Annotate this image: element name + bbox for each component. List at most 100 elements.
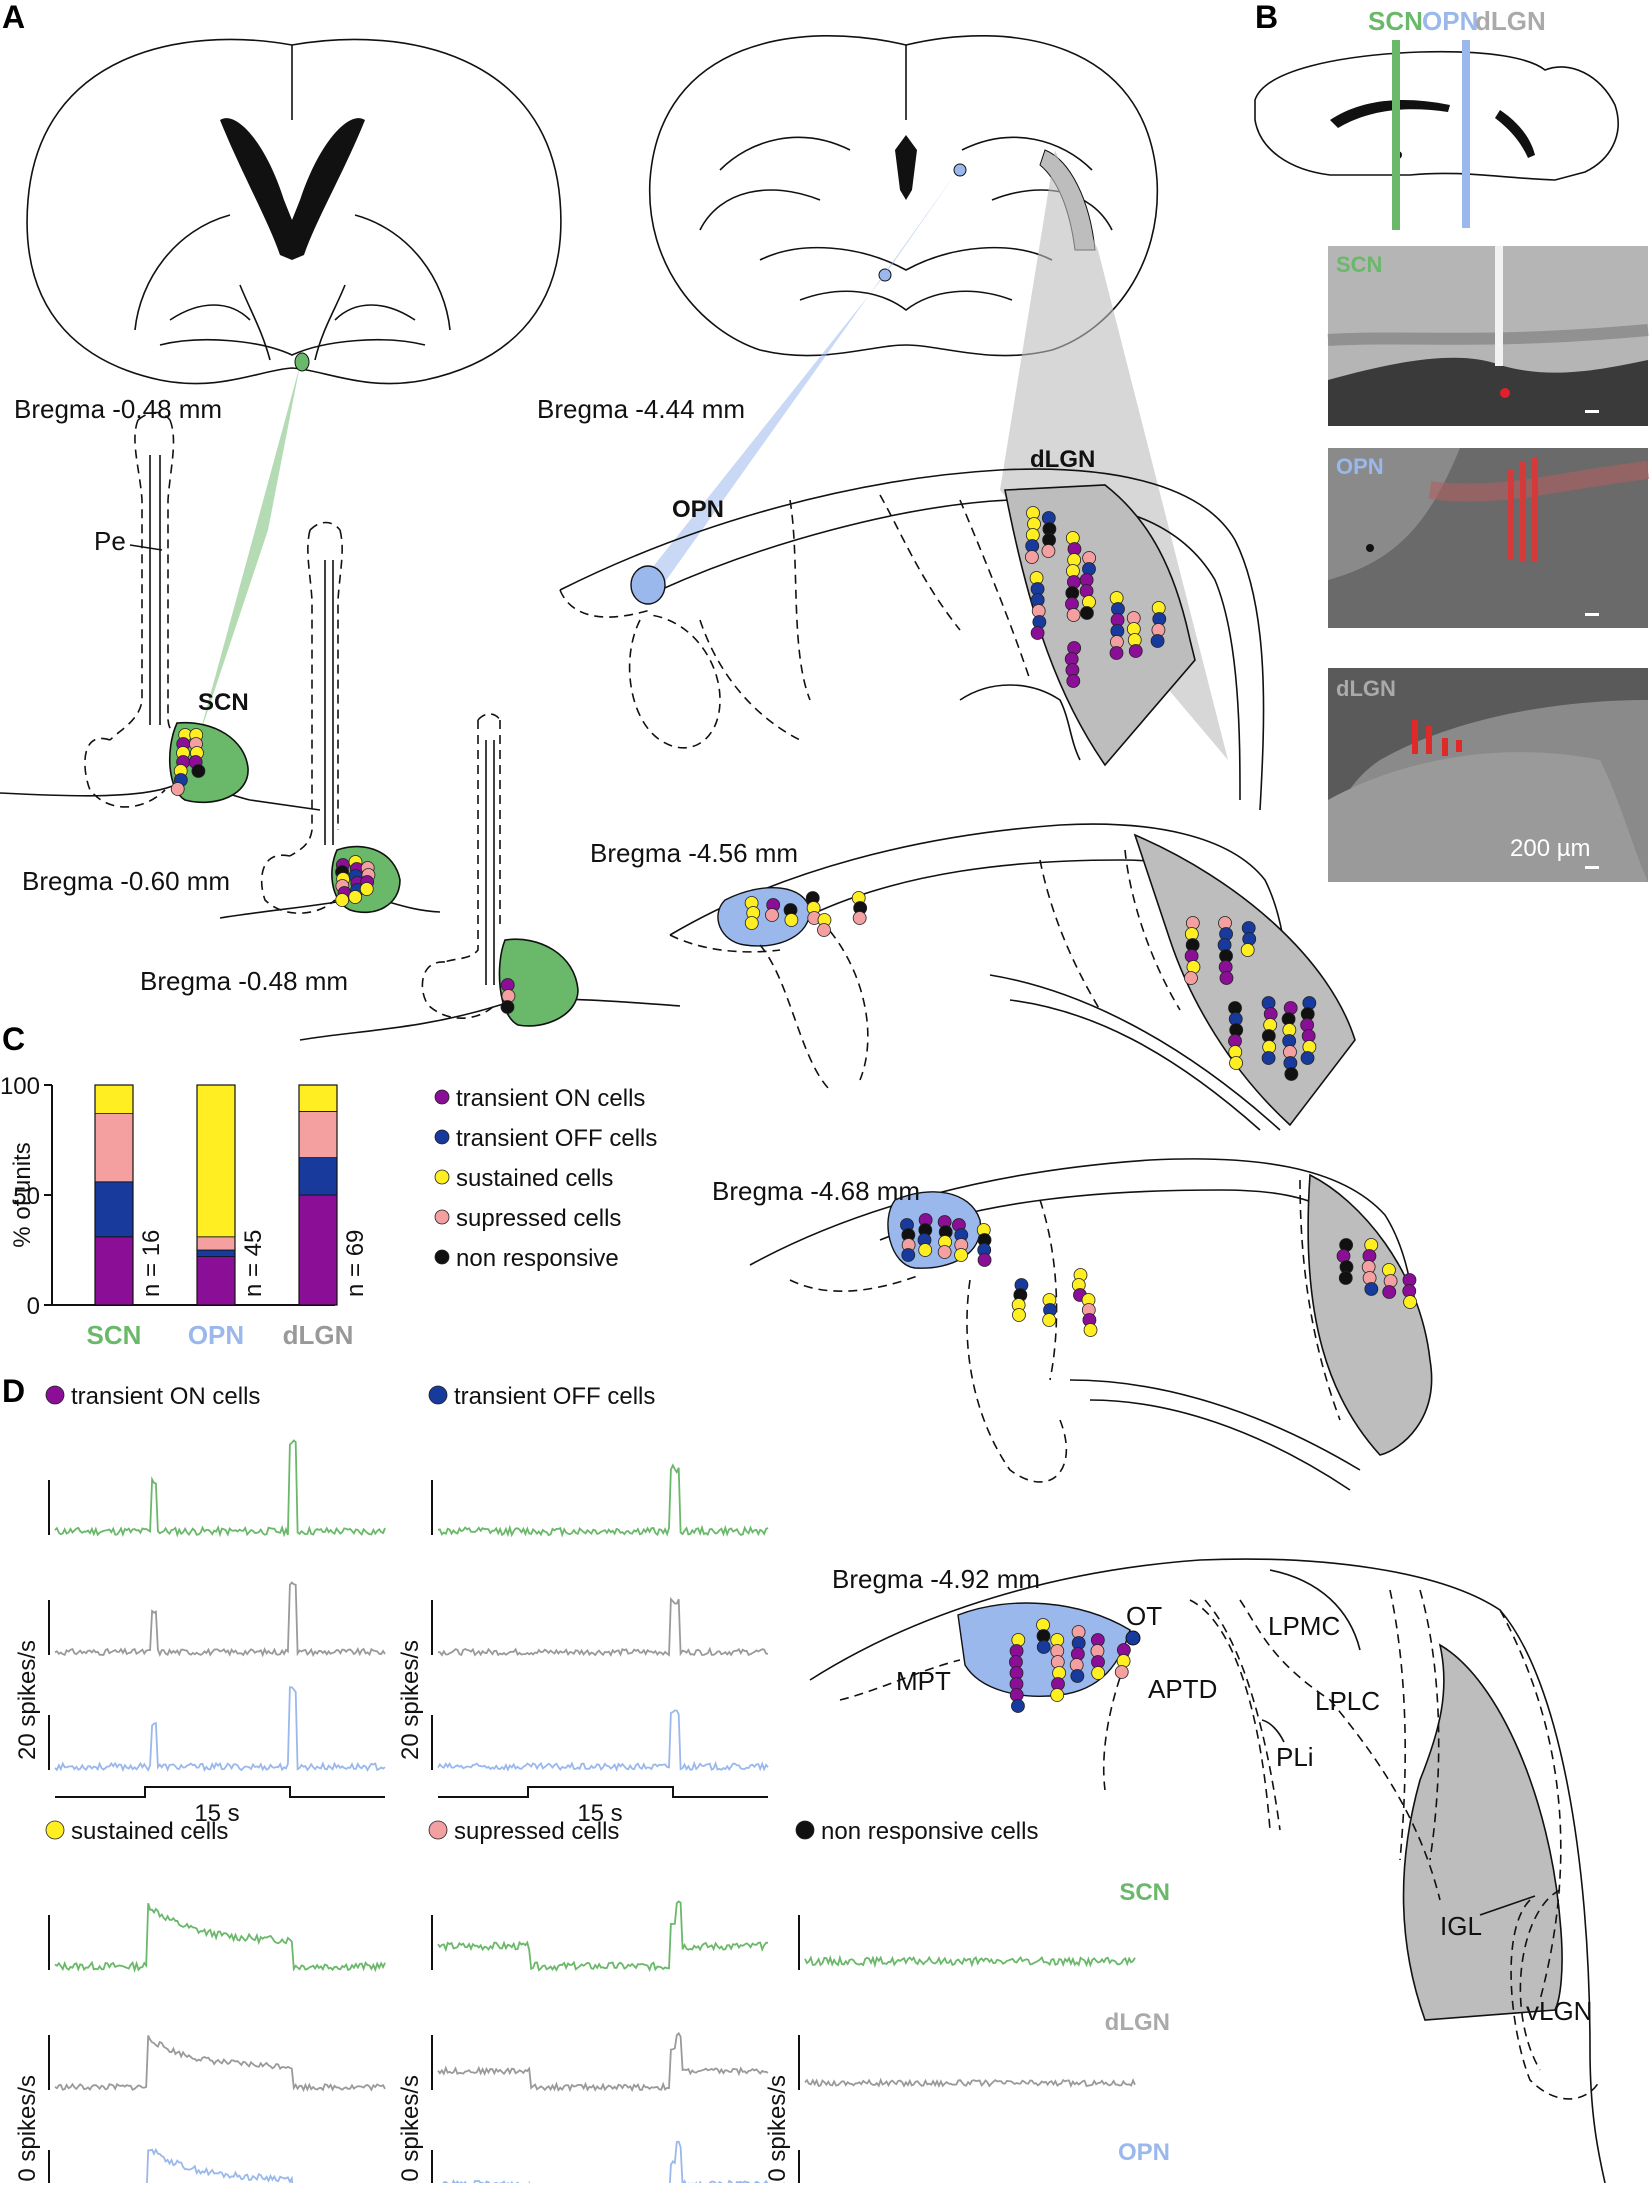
y-axis-label: 20 spikes/s — [397, 1640, 424, 1760]
thal3-unit-markers — [900, 1213, 1417, 1337]
legend-marker — [434, 1249, 450, 1265]
legend-marker — [434, 1129, 450, 1145]
trace — [437, 1596, 769, 1657]
bar-segment — [196, 1084, 236, 1238]
unit-marker-transient-on — [1066, 674, 1081, 688]
unit-marker-suppressed — [1041, 544, 1056, 558]
unit-marker-suppressed — [937, 1245, 952, 1259]
trace — [437, 2031, 769, 2093]
unit-marker-non-responsive — [191, 764, 206, 778]
unit-marker-transient-off — [1150, 634, 1165, 648]
unit-marker-transient-on — [977, 1253, 992, 1267]
panel-label-a: A — [2, 0, 25, 35]
bar-outline — [298, 1084, 338, 1306]
region-label-ot: OT — [1126, 1601, 1162, 1631]
trace — [804, 2077, 1136, 2089]
title-marker — [45, 1820, 65, 1840]
section-label-thal2: Bregma -4.56 mm — [590, 838, 798, 868]
unit-marker-suppressed — [1066, 608, 1081, 622]
y-tick-label: 0 — [27, 1293, 40, 1320]
bar-outline — [94, 1084, 134, 1306]
bar-segment — [196, 1236, 236, 1251]
unit-marker-transient-on — [1382, 1285, 1397, 1299]
unit-marker-transient-off — [1300, 1051, 1315, 1065]
scn-section-3 — [299, 713, 681, 1041]
trace — [54, 1439, 386, 1538]
region-label-aptd: APTD — [1148, 1674, 1217, 1704]
unit-marker-suppressed — [765, 908, 779, 922]
unit-marker-sustained — [954, 1248, 968, 1262]
legend-label: non responsive — [456, 1245, 619, 1272]
scn3-unit-markers — [500, 978, 516, 1014]
region-label-mpt: MPT — [896, 1666, 951, 1696]
opn-projection — [648, 170, 958, 596]
unit-marker-sustained — [1083, 1323, 1098, 1337]
unit-marker-sustained — [1091, 1666, 1106, 1680]
dlgn-label: dLGN — [1030, 446, 1095, 473]
title-marker — [428, 1385, 448, 1405]
legend-label: sustained cells — [456, 1165, 613, 1192]
scn-projection — [198, 365, 300, 740]
trace — [54, 1903, 386, 1974]
unit-marker-suppressed — [852, 911, 867, 925]
y-axis-label: % of units — [9, 1142, 36, 1247]
section-label-scn3: Bregma -0.48 mm — [140, 966, 348, 996]
section-label-a2: Bregma -4.44 mm — [537, 394, 745, 424]
y-tick-label: 100 — [0, 1073, 40, 1100]
trace — [437, 1463, 769, 1538]
title-marker — [45, 1385, 65, 1405]
photo-label-opn: OPN — [1336, 454, 1384, 479]
region-label-lpmc: LPMC — [1268, 1611, 1340, 1641]
bar-segment — [298, 1111, 338, 1159]
unit-marker-transient-off — [1364, 1282, 1379, 1296]
unit-marker-sustained — [1012, 1308, 1026, 1322]
scn-label: SCN — [198, 689, 249, 716]
section-label-thal4: Bregma -4.92 mm — [832, 1564, 1040, 1594]
bar-segment — [196, 1256, 236, 1306]
unit-marker-sustained — [1042, 1313, 1057, 1327]
trace-label: OPN — [1118, 2139, 1170, 2166]
unit-marker-transient-off — [1261, 1051, 1276, 1065]
unit-marker-suppressed — [817, 923, 831, 937]
region-label-pli: PLi — [1276, 1742, 1314, 1772]
unit-marker-sustained — [744, 916, 759, 930]
header-scn: SCN — [1368, 6, 1423, 36]
unit-marker-non-responsive — [500, 1000, 515, 1014]
panel-label-c: C — [2, 1021, 25, 1057]
unit-marker-sustained — [918, 1243, 933, 1257]
photo-label-scn: SCN — [1336, 252, 1382, 277]
x-category-label: SCN — [87, 1320, 142, 1350]
bar-outline — [196, 1084, 236, 1306]
unit-marker-transient-off — [1011, 1699, 1025, 1713]
scn-section-2 — [219, 521, 441, 919]
scale-bar-label: 200 µm — [1510, 835, 1591, 862]
bar-segment — [298, 1157, 338, 1196]
unit-marker-sustained — [1229, 1056, 1243, 1070]
region-label-vlgn: vLGN — [1526, 1996, 1592, 2026]
unit-marker-transient-off — [1070, 1669, 1085, 1683]
thal-section-4: OT LPMC MPT APTD LPLC PLi IGL vLGN — [809, 1558, 1606, 2184]
bar-segment — [298, 1194, 338, 1306]
unit-marker-non-responsive — [1080, 606, 1094, 620]
unit-marker-transient-off — [1036, 1640, 1051, 1654]
bar-segment — [94, 1084, 134, 1115]
thal-section-3 — [749, 1158, 1433, 1491]
n-label: n = 69 — [342, 1230, 369, 1297]
sagittal-brain-schematic — [1254, 40, 1619, 230]
unit-marker-transient-off — [901, 1248, 916, 1262]
title-marker — [428, 1820, 448, 1840]
bar-segment — [94, 1113, 134, 1183]
trace-label: dLGN — [1105, 2009, 1170, 2036]
opn-label: OPN — [672, 496, 724, 523]
header-opn: OPN — [1422, 6, 1478, 36]
y-axis-label: 20 spikes/s — [764, 2075, 791, 2183]
scn1-unit-markers — [170, 728, 206, 796]
unit-marker-non-responsive — [1284, 1067, 1299, 1081]
n-label: n = 45 — [240, 1230, 267, 1297]
legend-marker — [434, 1209, 450, 1225]
trace — [804, 1954, 1136, 1969]
unit-marker-sustained — [359, 882, 374, 896]
thal4-unit-markers — [1009, 1618, 1131, 1713]
